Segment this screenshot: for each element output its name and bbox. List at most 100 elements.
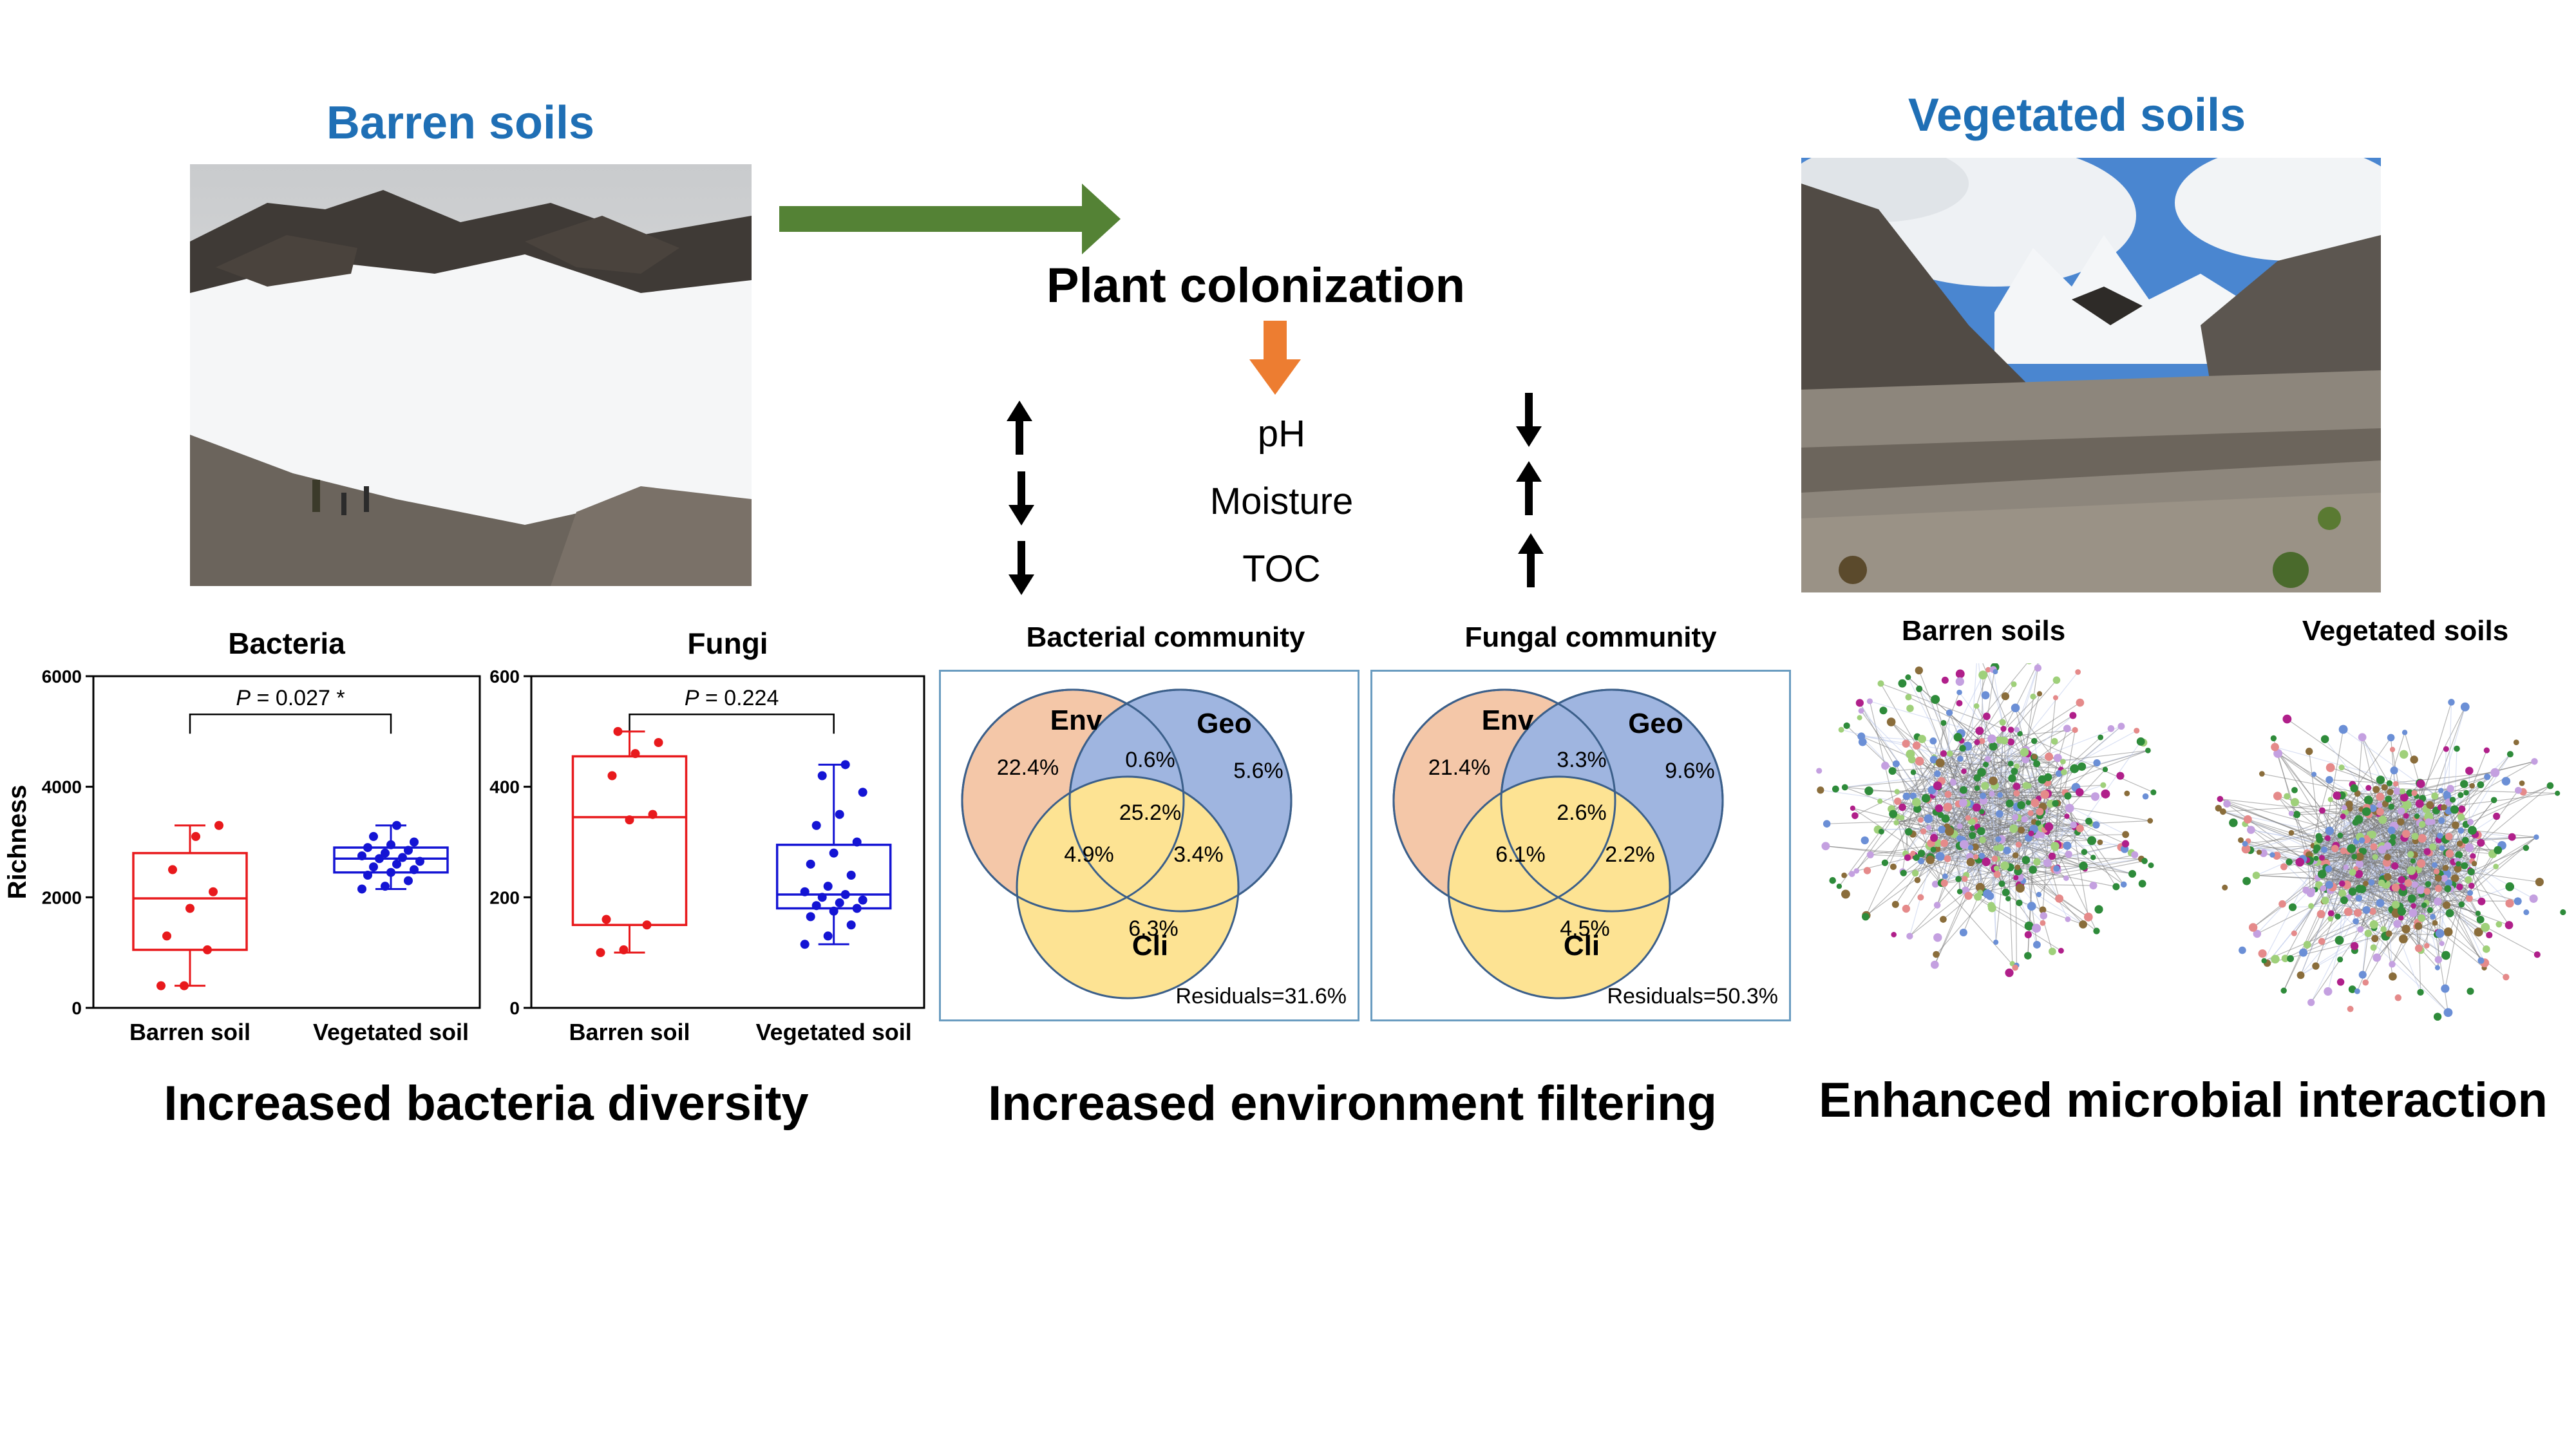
network-edge — [1976, 807, 2016, 817]
data-point — [817, 771, 827, 781]
data-point — [386, 867, 395, 877]
network-node — [2437, 833, 2443, 839]
data-point — [806, 859, 815, 869]
network-edge — [1891, 721, 2002, 840]
network-node — [2307, 999, 2315, 1007]
network-edge — [1930, 802, 2056, 858]
network-node — [2241, 844, 2251, 854]
network-node — [2005, 799, 2014, 808]
plot-frame — [530, 675, 925, 1009]
network-node — [1910, 769, 1917, 775]
network-node — [2271, 954, 2280, 964]
moisture-fungal-up-arrow-icon — [1516, 461, 1542, 515]
network-node — [1941, 676, 1949, 684]
network-node — [1933, 951, 1940, 958]
data-point — [168, 865, 177, 875]
network-node — [2369, 804, 2377, 812]
data-point — [162, 931, 171, 941]
network-node — [2468, 826, 2477, 835]
network-edge — [2438, 888, 2481, 961]
conclusion-filtering: Increased environment filtering — [988, 1076, 1717, 1131]
network-node — [2150, 789, 2157, 795]
network-node — [2281, 954, 2289, 963]
network-node — [1967, 844, 1974, 851]
network-node — [2350, 784, 2358, 793]
venn-geo-outline — [1068, 688, 1293, 913]
network-node — [2320, 885, 2327, 892]
network-node — [2355, 895, 2363, 902]
network-node — [1917, 858, 1925, 865]
network-edge — [1995, 884, 2003, 943]
network-edge — [2345, 811, 2450, 914]
network-edge — [2250, 848, 2317, 851]
network-edge — [1859, 703, 1981, 888]
network-node — [2353, 909, 2362, 917]
network-node — [2393, 920, 2401, 928]
network-node — [1929, 833, 1938, 842]
moisture-bacterial-down-arrow-icon — [1009, 471, 1034, 526]
network-node — [2331, 844, 2339, 853]
network-node — [2450, 805, 2459, 814]
network-node — [2404, 879, 2412, 887]
network-node — [2350, 942, 2359, 951]
data-point — [800, 887, 810, 896]
network-node — [2416, 859, 2426, 868]
network-node — [2427, 907, 2433, 913]
network-node — [2065, 850, 2072, 858]
network-node — [1993, 669, 1998, 675]
network-label-vegetated: Vegetated soils — [2302, 615, 2509, 647]
network-node — [2242, 876, 2251, 886]
network-node — [2458, 792, 2464, 799]
venn-region-cli: 6.3% — [1128, 916, 1179, 941]
network-edge — [2002, 860, 2027, 884]
network-node — [2340, 847, 2347, 855]
network-edge — [1963, 752, 2025, 791]
network-node — [2461, 862, 2468, 869]
network-node — [2318, 938, 2325, 945]
network-node — [2457, 813, 2465, 821]
network-node — [1969, 819, 1976, 825]
network-node — [2288, 903, 2297, 911]
network-node — [2097, 839, 2103, 846]
network-node — [2313, 855, 2319, 861]
network-edge — [2250, 819, 2359, 851]
network-node — [2523, 844, 2530, 851]
network-node — [2243, 815, 2252, 824]
data-point — [806, 912, 815, 922]
data-point — [601, 914, 611, 924]
network-node — [1904, 854, 1911, 861]
y-tick-label: 600 — [489, 667, 520, 687]
network-node — [2259, 849, 2268, 857]
network-edge — [2416, 837, 2537, 927]
network-edge — [1933, 692, 1960, 757]
network-node — [1866, 851, 1874, 858]
network-node — [2348, 985, 2356, 994]
network-node — [1957, 755, 1964, 762]
venn-set-label-env: Env — [1050, 705, 1103, 736]
data-point — [858, 895, 867, 905]
network-node — [2376, 808, 2384, 816]
network-edge — [2329, 884, 2448, 1013]
venn-set-label-geo: Geo — [1197, 708, 1252, 739]
network-node — [1935, 758, 1945, 768]
toc-bacterial-down-arrow-icon — [1009, 541, 1034, 595]
x-category-label: Barren soil — [129, 1019, 251, 1045]
network-node — [2076, 698, 2085, 707]
network-edge — [2000, 794, 2068, 797]
venn-region-env-cli: 4.9% — [1064, 842, 1114, 867]
network-node — [2048, 852, 2056, 860]
network-node — [1956, 823, 1963, 829]
network-node — [2252, 871, 2260, 880]
network-node — [1857, 732, 1866, 741]
network-node — [2120, 881, 2127, 888]
data-point — [410, 865, 419, 875]
network-node — [2247, 826, 2255, 834]
network-node — [2280, 863, 2287, 871]
network-node — [1985, 892, 1994, 900]
network-node — [2012, 852, 2019, 858]
network-node — [2040, 912, 2048, 920]
network-edge — [2330, 767, 2403, 792]
data-point — [625, 815, 634, 825]
network-node — [2459, 780, 2468, 788]
network-node — [2014, 763, 2020, 770]
